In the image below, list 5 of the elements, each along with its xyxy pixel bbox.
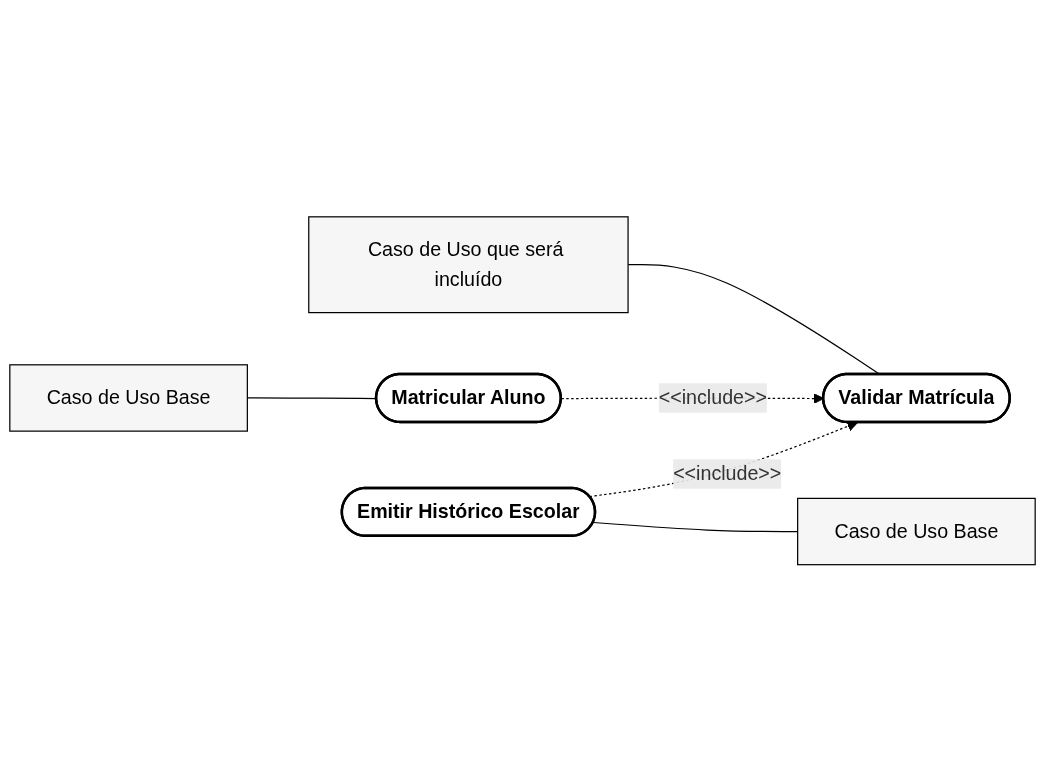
node-box: Caso de Uso Base [797,497,1036,566]
node-box: Caso de Uso Base [9,363,248,432]
edge-label: <<include>> [673,462,782,484]
node-box: Caso de Uso que será incluído [308,215,629,313]
edge-label: <<include>> [658,386,767,408]
